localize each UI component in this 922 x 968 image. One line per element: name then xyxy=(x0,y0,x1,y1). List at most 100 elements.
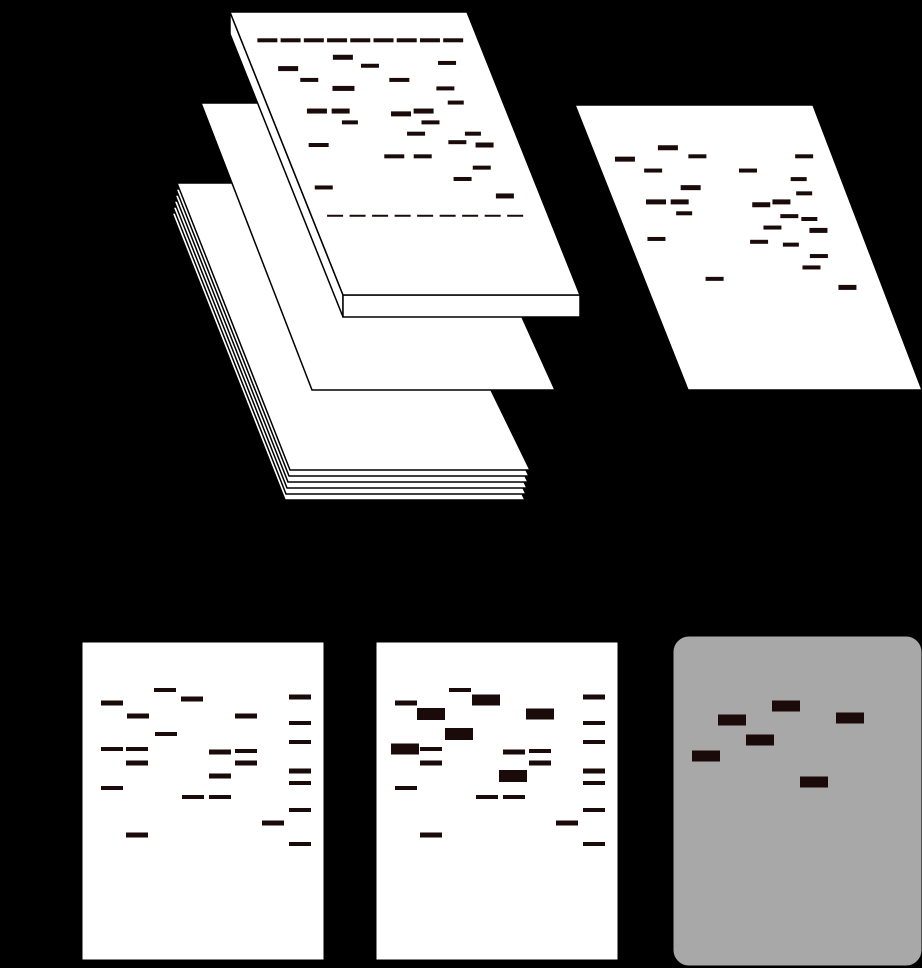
difference-panel-band xyxy=(772,701,800,712)
lane-pattern-2-band xyxy=(395,701,417,706)
front-gel-band xyxy=(361,64,379,68)
lane-pattern-1-band xyxy=(289,740,311,744)
front-gel-band xyxy=(465,132,481,136)
lane-pattern-2-band xyxy=(583,842,605,846)
front-gel-dashed-marker xyxy=(372,215,388,217)
front-gel-band xyxy=(496,193,514,198)
front-gel-band xyxy=(384,154,404,158)
right-gel-band xyxy=(615,157,635,162)
right-gel-band xyxy=(780,214,798,218)
lane-pattern-1-band xyxy=(126,747,148,751)
right-gel-band xyxy=(750,240,768,244)
front-gel-well xyxy=(304,38,324,42)
lane-pattern-1-band xyxy=(209,750,231,755)
lane-pattern-2-band xyxy=(529,749,551,753)
lane-pattern-2-band xyxy=(476,795,498,799)
lane-pattern-1-band xyxy=(289,842,311,846)
lane-pattern-2-band xyxy=(583,808,605,812)
lane-pattern-1-band xyxy=(289,781,311,785)
front-gel-dashed-marker xyxy=(507,215,523,217)
lane-pattern-1-band xyxy=(101,786,123,790)
right-gel-band xyxy=(739,169,757,173)
front-gel-band xyxy=(333,55,353,60)
front-gel-well xyxy=(443,38,463,42)
right-gel-band xyxy=(795,154,813,158)
right-gel-band xyxy=(783,243,799,247)
lane-pattern-2-band xyxy=(472,695,500,706)
front-gel-well xyxy=(327,38,347,42)
right-gel-band xyxy=(838,285,856,290)
lane-pattern-2-panel xyxy=(376,642,618,960)
lane-pattern-1-band xyxy=(126,761,148,766)
lane-pattern-2-band xyxy=(583,721,605,725)
front-gel-band xyxy=(414,109,434,114)
front-gel-dashed-marker xyxy=(485,215,501,217)
lane-pattern-1-band xyxy=(126,833,148,838)
lane-pattern-2-band xyxy=(445,728,473,740)
front-gel-dashed-marker xyxy=(462,215,478,217)
right-gel-band xyxy=(647,237,665,241)
front-gel-well xyxy=(397,38,417,42)
lane-pattern-1-band xyxy=(289,808,311,812)
difference-panel-band xyxy=(836,713,864,724)
right-gel-band xyxy=(809,228,827,233)
lane-pattern-1-band xyxy=(235,749,257,753)
right-gel-band xyxy=(810,254,828,258)
lane-pattern-2-band xyxy=(583,769,605,774)
front-gel-band xyxy=(342,120,358,124)
lane-pattern-1-band xyxy=(262,821,284,826)
lane-pattern-2-band xyxy=(583,740,605,744)
front-gel-band xyxy=(332,109,350,114)
lane-pattern-1-band xyxy=(182,795,204,799)
right-gel-band xyxy=(688,154,706,158)
front-gel-band xyxy=(436,86,454,90)
lane-pattern-1-band xyxy=(101,701,123,706)
front-gel-bottom-edge xyxy=(343,295,580,317)
lane-pattern-1-band xyxy=(181,697,203,702)
lane-pattern-1-band xyxy=(209,774,231,779)
front-gel-band xyxy=(332,86,354,91)
right-gel-band xyxy=(772,199,790,204)
lane-pattern-2-band xyxy=(583,695,605,700)
lane-pattern-2-band xyxy=(499,770,527,782)
right-gel-band xyxy=(658,145,678,150)
front-gel-dashed-marker xyxy=(327,215,343,217)
right-gel-band xyxy=(676,211,692,215)
lane-pattern-1-band xyxy=(154,688,176,692)
front-gel-band xyxy=(438,61,456,65)
difference-panel-band xyxy=(692,751,720,762)
front-gel-dashed-marker xyxy=(440,215,456,217)
lane-pattern-2-band xyxy=(449,688,471,692)
right-gel-band xyxy=(796,191,812,195)
right-gel-band xyxy=(706,277,724,281)
front-gel-dashed-marker xyxy=(417,215,433,217)
lane-pattern-1-band xyxy=(289,721,311,725)
right-gel-band xyxy=(681,185,701,190)
difference-panel-band xyxy=(800,777,828,788)
front-gel-well xyxy=(257,38,277,42)
lane-pattern-1-band xyxy=(101,747,123,751)
lane-pattern-1-band xyxy=(289,695,311,700)
right-gel-band xyxy=(763,226,781,230)
front-gel-band xyxy=(421,120,439,124)
lane-pattern-2-band xyxy=(420,833,442,838)
front-gel-dashed-marker xyxy=(350,215,366,217)
lane-pattern-1-band xyxy=(209,795,231,799)
lane-pattern-2-band xyxy=(529,761,551,766)
lane-pattern-1-band xyxy=(289,769,311,774)
front-gel-band xyxy=(448,140,466,144)
lane-pattern-2-band xyxy=(420,747,442,751)
lane-pattern-2-band xyxy=(395,786,417,790)
front-gel-band xyxy=(473,166,491,170)
lane-pattern-1-band xyxy=(155,732,177,736)
front-gel-band xyxy=(414,154,432,158)
front-gel-band xyxy=(448,101,464,105)
lane-pattern-2-band xyxy=(417,708,445,720)
lane-pattern-2-band xyxy=(503,750,525,755)
front-gel-band xyxy=(309,143,329,147)
front-gel-band xyxy=(389,78,409,82)
right-gel-band xyxy=(801,217,817,221)
front-gel-dashed-marker xyxy=(395,215,411,217)
front-gel-band xyxy=(315,185,333,189)
